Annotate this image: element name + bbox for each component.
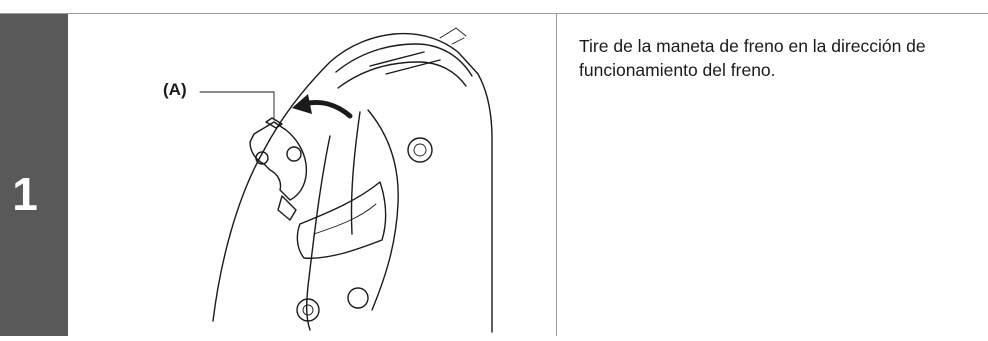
pad-curve	[296, 181, 387, 259]
step-number-column: 1	[0, 14, 68, 336]
bolt-hole-bottom-inner	[302, 304, 314, 316]
bolt-hole-right	[407, 137, 433, 163]
step-instruction: Tire de la maneta de freno en la direcci…	[579, 36, 926, 80]
cell-divider	[556, 14, 557, 336]
component-a-hole-1	[255, 151, 269, 165]
bolt-hole-bottom	[296, 298, 320, 322]
component-a-tab	[265, 117, 283, 129]
brake-lever-illustration	[199, 27, 493, 333]
lever-inner-curve	[367, 109, 399, 311]
hood-texture	[439, 27, 467, 45]
component-a-hole-2	[286, 146, 302, 162]
illustration-cell: (A)	[68, 14, 556, 336]
table-top-rule	[0, 13, 988, 14]
callout-label-a: (A)	[163, 80, 187, 99]
hood-top-edge	[335, 43, 473, 77]
callout-leader-line	[199, 91, 275, 121]
bolt-hole-mid	[347, 287, 369, 309]
lever-body-outline	[212, 32, 493, 333]
hood-top-inner	[337, 61, 467, 89]
hood-ridge	[369, 51, 441, 75]
component-a-plate	[249, 121, 308, 201]
step-number: 1	[12, 168, 38, 220]
pad-inner	[313, 203, 377, 235]
component-a-hook	[277, 195, 297, 221]
bolt-hole-right-inner	[413, 143, 427, 157]
brake-lever-blade	[305, 111, 361, 331]
curved-arrow-head	[292, 94, 312, 114]
